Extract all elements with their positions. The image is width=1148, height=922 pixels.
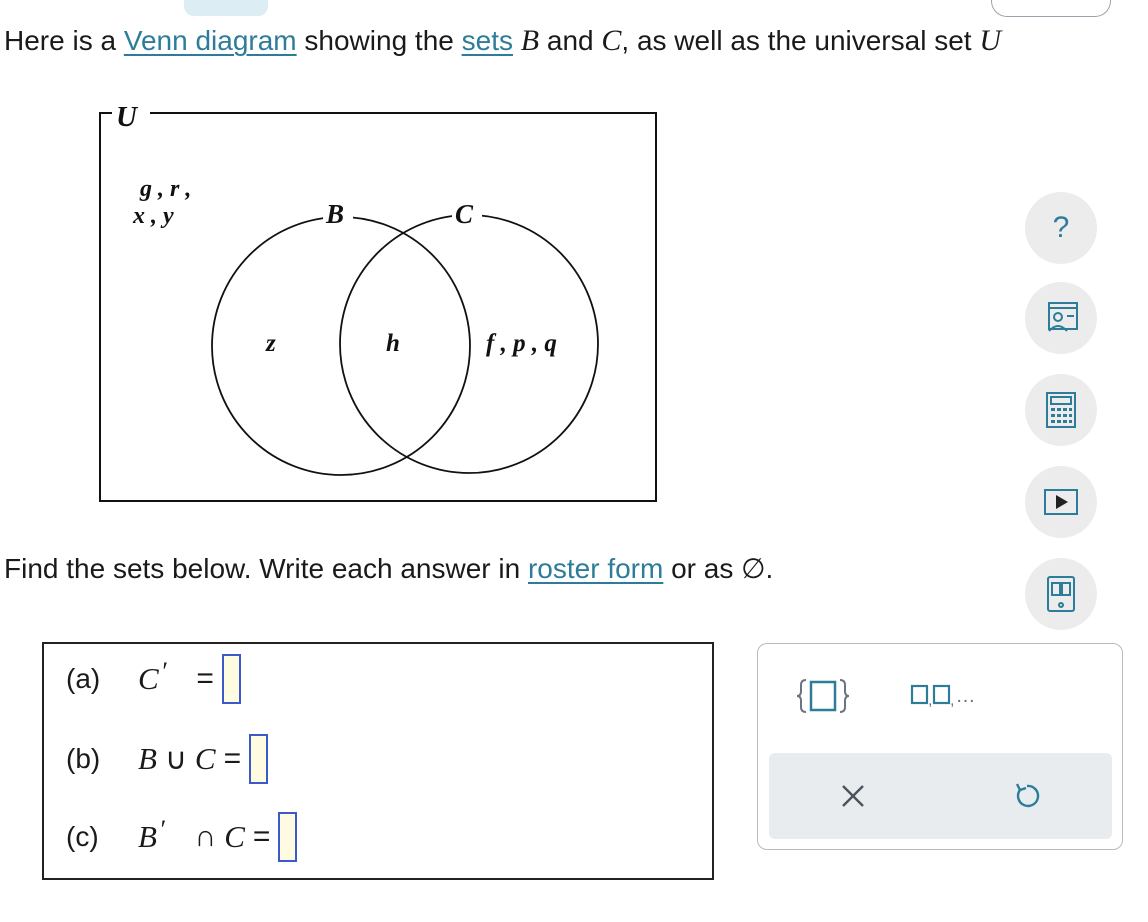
question-c: (c) B ′ ∩ C = (66, 812, 298, 862)
input-palette: , , … (757, 643, 1123, 850)
question-b-set1: B (138, 741, 157, 776)
answer-input-a[interactable] (221, 654, 241, 704)
outside-elements-line1: g , r , (139, 176, 191, 202)
intro-prefix: Here is a (4, 25, 124, 56)
question-c-prime: ′ (158, 815, 165, 844)
question-a: (a) C ′ = (66, 654, 241, 704)
outside-elements-line2: x , y (132, 203, 174, 229)
undo-icon[interactable] (1005, 774, 1049, 818)
question-a-prime: ′ (160, 657, 167, 686)
question-a-set: C (138, 661, 159, 696)
venn-diagram-link[interactable]: Venn diagram (123, 25, 297, 56)
svg-text:,: , (950, 692, 954, 709)
universe-label: U (116, 101, 139, 133)
set-b-symbol: B (520, 24, 540, 57)
question-b-equals: = (223, 742, 242, 775)
question-a-label: (a) (66, 663, 101, 694)
question-c-label: (c) (66, 821, 99, 852)
question-b: (b) B ∪ C = (66, 734, 269, 784)
intro-text: Here is a Venn diagram showing the sets … (4, 24, 1001, 58)
intersection-symbol: ∩ (194, 820, 217, 853)
tutor-icon[interactable] (1025, 282, 1097, 354)
question-c-set2: C (224, 819, 245, 854)
textbook-icon[interactable] (1025, 558, 1097, 630)
help-icon[interactable]: ? (1025, 192, 1097, 264)
circle-b-label: B (325, 199, 344, 229)
question-a-equals: = (196, 662, 214, 695)
circle-c (339, 214, 599, 474)
roster-form-link[interactable]: roster form (527, 553, 664, 584)
list-ellipsis: … (955, 684, 976, 707)
circle-c-label: C (455, 199, 474, 229)
answer-input-b[interactable] (249, 734, 269, 784)
palette-actions (769, 753, 1112, 839)
svg-text:,: , (928, 692, 932, 709)
list-elements-button[interactable]: , , … (902, 680, 982, 712)
instruction-suffix: or as ∅. (663, 553, 774, 584)
intro-and: and (539, 25, 602, 56)
answer-input-c[interactable] (278, 812, 298, 862)
set-c-symbol: C (601, 24, 622, 57)
top-tab-fragment (184, 0, 268, 16)
instruction-text: Find the sets below. Write each answer i… (4, 552, 773, 585)
intro-middle: showing the (296, 25, 462, 56)
top-button-fragment[interactable] (991, 0, 1111, 17)
instruction-prefix: Find the sets below. Write each answer i… (4, 553, 528, 584)
universe-rectangle (99, 112, 657, 502)
calculator-icon[interactable] (1025, 374, 1097, 446)
sets-link[interactable]: sets (461, 25, 513, 56)
circle-b (211, 216, 471, 476)
intro-tail: , as well as the universal set (621, 25, 980, 56)
question-b-set2: C (194, 741, 216, 776)
only-c-elements: f , p , q (486, 330, 557, 357)
question-c-equals: = (252, 820, 271, 853)
venn-diagram: U B C g , r , x , y z h f , p , q (90, 96, 670, 521)
video-icon[interactable] (1025, 466, 1097, 538)
set-u-symbol: U (979, 24, 1002, 57)
question-c-set1: B (138, 819, 157, 854)
union-symbol: ∪ (164, 742, 187, 776)
intersection-elements: h (386, 330, 400, 357)
set-braces-button[interactable] (796, 674, 850, 718)
answer-box: (a) C ′ = (b) B ∪ C = (c) B ′ ∩ C = (42, 642, 714, 880)
only-b-elements: z (265, 330, 276, 357)
close-icon[interactable] (831, 774, 875, 818)
question-b-label: (b) (66, 743, 101, 774)
